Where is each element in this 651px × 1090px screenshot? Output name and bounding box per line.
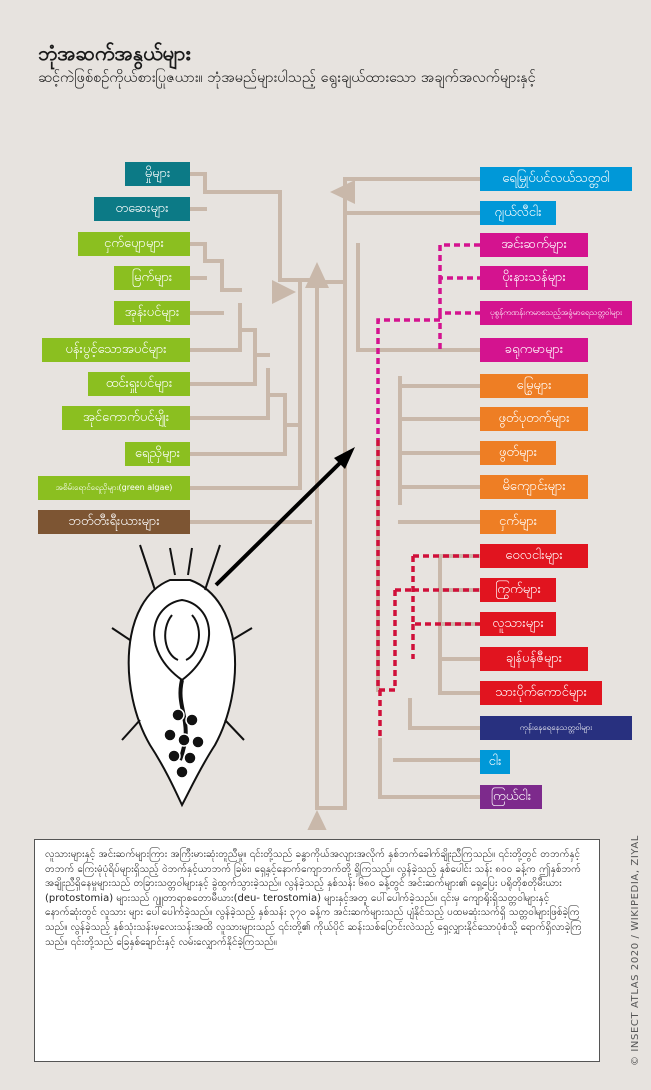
left-taxon-label: ဘတ်တီးရီးယားများ (38, 510, 190, 534)
left-taxon-label: အုန်းပင်များ (114, 301, 190, 325)
right-taxon-label: ပိုးနားသန်များ (480, 266, 588, 290)
left-taxon-label: ငှက်ပျောများ (78, 232, 190, 256)
page-subtitle: ဆင့်ကဲဖြစ်စဉ်ကိုယ်စားပြုဇယား။ ဘုံအမည်မျာ… (38, 70, 536, 86)
flatworm-illustration (111, 544, 253, 808)
right-taxon-label: သားပိုက်ကောင်များ (480, 681, 602, 705)
caption-box: လူသားများနှင့် အင်းဆက်များကြား အကြီးမားဆ… (34, 839, 600, 1062)
left-taxon-label: ရေညှိများ (125, 442, 190, 466)
left-taxon-label: တဆေးများ (94, 197, 190, 221)
right-taxon-label: ကြွက်များ (480, 578, 556, 602)
left-taxon-label: အစိမ်းရောင်ရေညှိများ(green algae) (38, 476, 190, 500)
credit-line: © INSECT ATLAS 2020 / WIKIPEDIA, ZIYAL (630, 835, 641, 1066)
left-taxon-label: ပန်းပွင့်သောအပင်များ (42, 338, 190, 362)
right-taxon-label: မိကျောင်းများ (480, 475, 588, 499)
caption-text: လူသားများနှင့် အင်းဆက်များကြား အကြီးမားဆ… (45, 849, 582, 948)
left-taxon-label: ထင်းရှူးပင်များ (88, 372, 190, 396)
right-taxon-label: ကြယ်ငါး (480, 785, 542, 809)
right-taxon-label: မြွေများ (480, 374, 588, 398)
right-taxon-label: ငါး (480, 750, 510, 774)
left-taxon-label: မှိုများ (125, 162, 190, 186)
right-taxon-label: ဂျယ်လီငါး (480, 201, 556, 225)
left-taxon-label: အုင်ကောက်ပင်မျိုး (62, 406, 190, 430)
right-taxon-label: ဖွတ်ပုတက်များ (480, 407, 588, 431)
page-title: ဘုံအဆက်အနွယ်များ (38, 41, 191, 65)
right-taxon-label: လူသားများ (480, 612, 556, 636)
right-taxon-label: ရေမြှုပ်ပင်လယ်သတ္တဝါ (480, 167, 632, 191)
right-taxon-label: ဝေလငါးများ (480, 544, 588, 568)
right-taxon-label: ကုန်းနေရေနေသတ္တဝါများ (480, 716, 632, 740)
right-taxon-label: ငှက်များ (480, 510, 556, 534)
right-taxon-label: ခရုကမာများ (480, 338, 588, 362)
right-taxon-label: ပုစွန်ကဏန်းကမာစသည့်အခွံမာရေသတ္တဝါများ (480, 301, 632, 325)
phylogenetic-tree (111, 172, 482, 830)
right-taxon-label: ဖွတ်များ (480, 441, 556, 465)
right-taxon-label: အင်းဆက်များ (480, 233, 588, 257)
left-taxon-label: မြက်များ (114, 266, 190, 290)
right-taxon-label: ချန်ပန်ဇီများ (480, 647, 588, 671)
